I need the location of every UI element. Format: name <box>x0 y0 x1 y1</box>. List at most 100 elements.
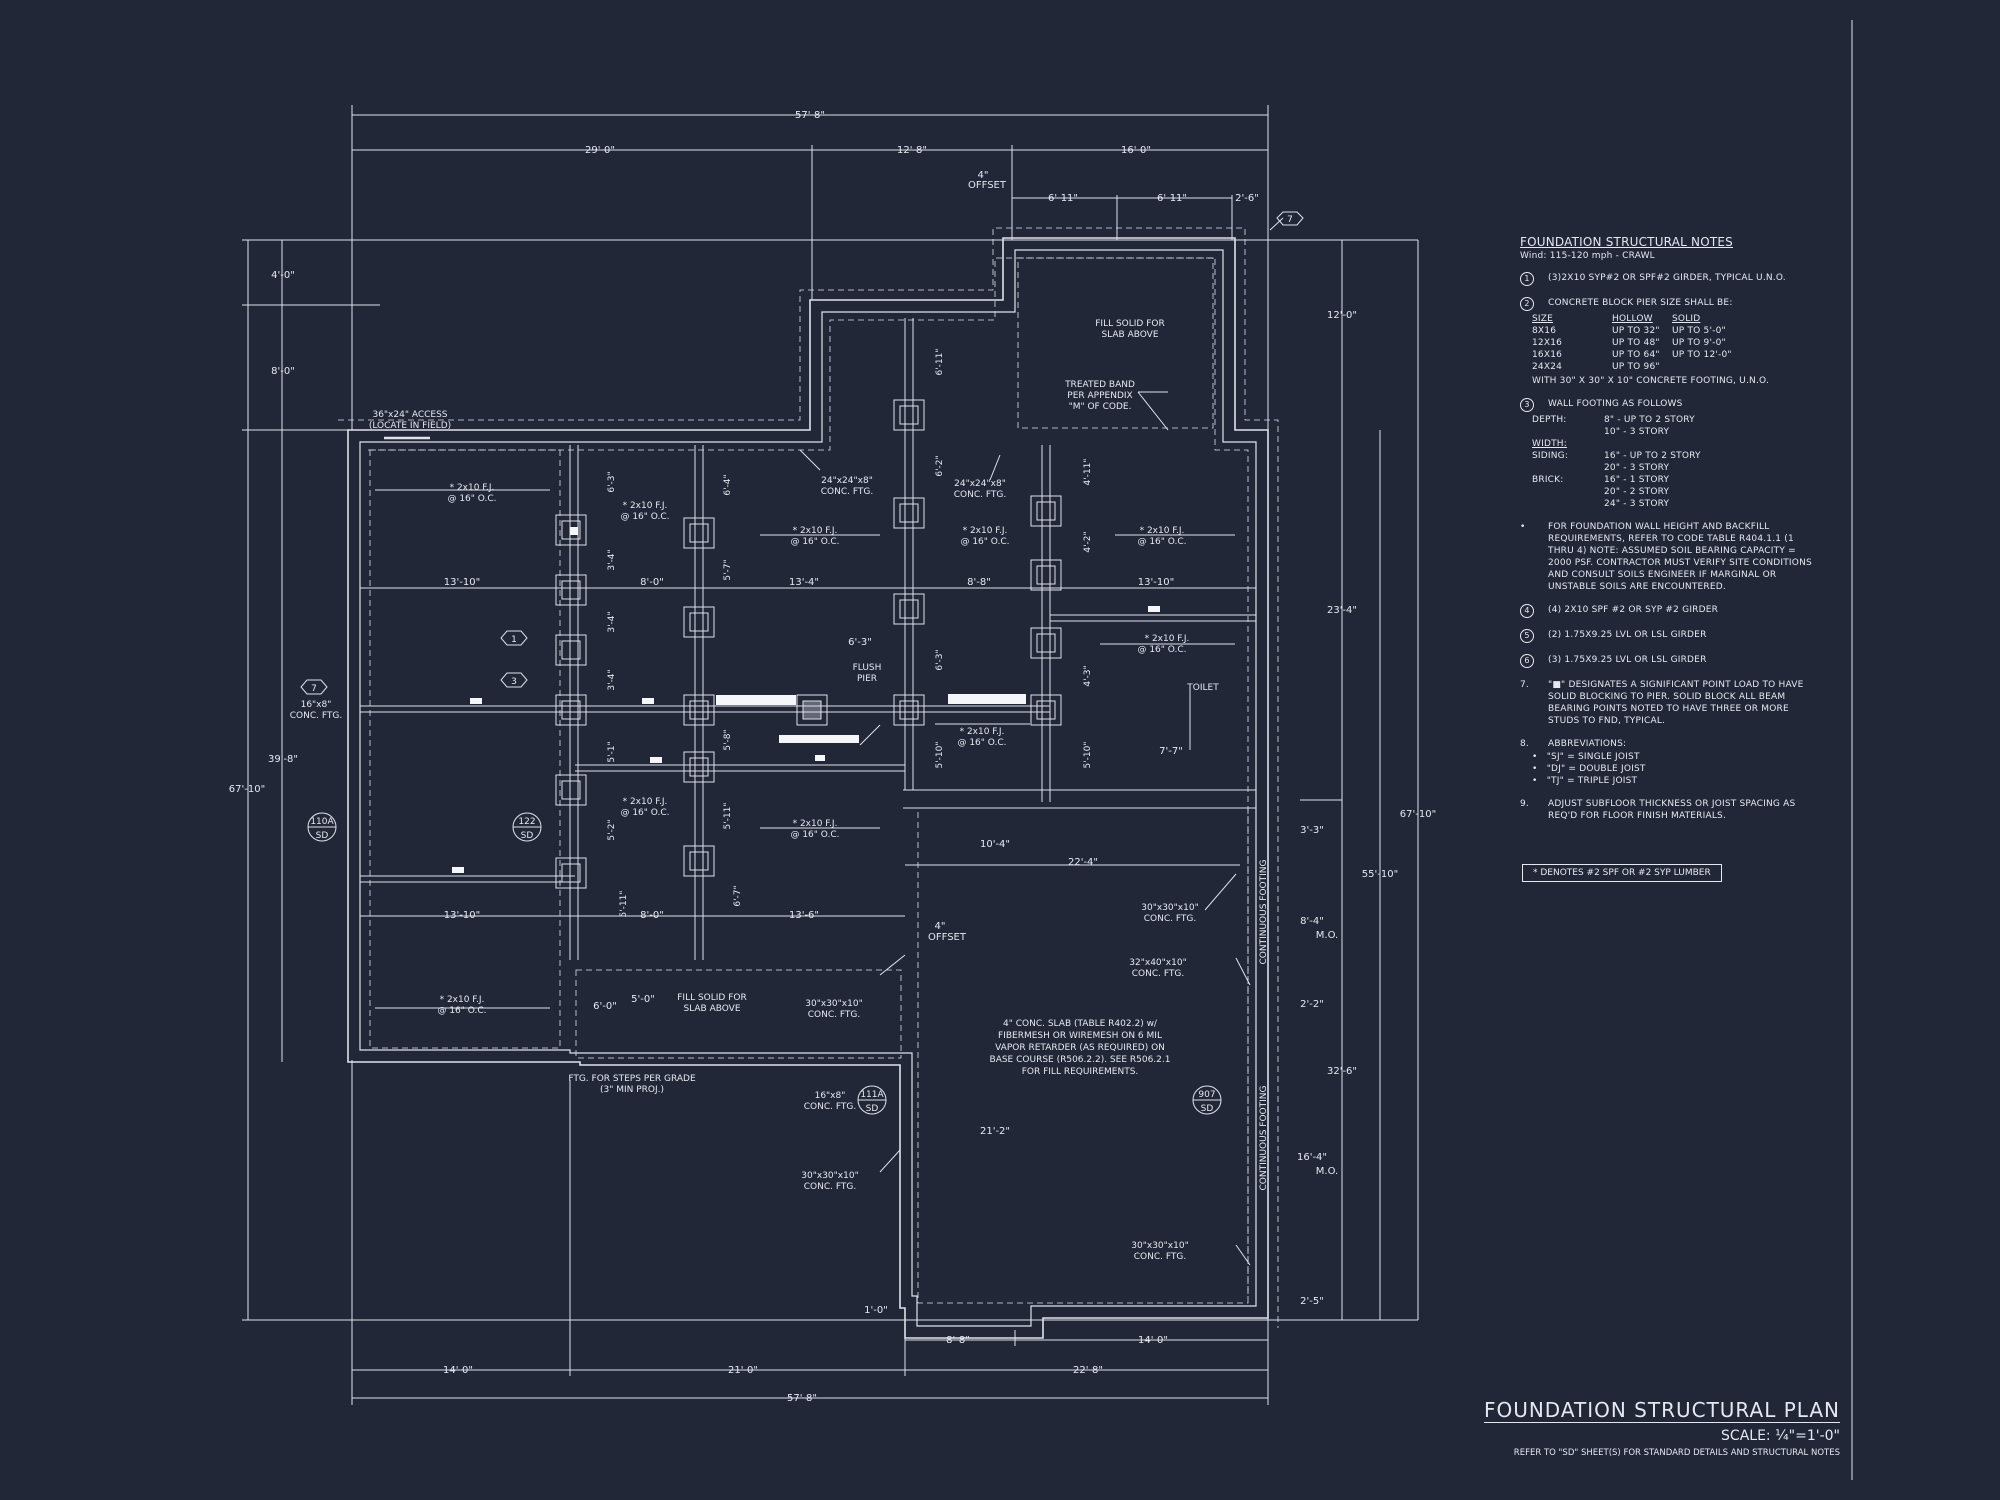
slab-above-1: SLAB ABOVE <box>1101 330 1158 340</box>
joist-label: * 2x10 F.J. <box>793 526 838 536</box>
conc-ftg-size: 30"x30"x10" <box>805 999 862 1009</box>
conc-ftg-label: CONC. FTG. <box>290 711 342 721</box>
tag-111a-sheet: SD <box>866 1104 879 1114</box>
wall-footing-table: DEPTH:8" - UP TO 2 STORY 10" - 3 STORY W… <box>1532 415 1701 509</box>
dim-top-c: 16'-0" <box>1121 145 1151 156</box>
drawing-scale: SCALE: ¼"=1'-0" <box>1721 1428 1840 1444</box>
note-6: 6(3) 1.75x9.25 LVL OR LSL GIRDER <box>1520 654 1820 668</box>
joist-label: * 2x10 F.J. <box>960 727 1005 737</box>
tag-907-sheet: SD <box>1201 1104 1214 1114</box>
dim-bot-d: 8'-8" <box>946 1335 970 1346</box>
dim-int-80b: 8'-0" <box>640 910 664 921</box>
dim-top-f: 2'-6" <box>1235 193 1259 204</box>
continuous-footing-2: CONTINUOUS FOOTING <box>1259 1085 1269 1190</box>
dim-int-134: 13'-4" <box>789 577 819 588</box>
conc-ftg-size: 24"x24"x8" <box>821 476 873 486</box>
dim-top-overall: 57'-8" <box>795 110 825 121</box>
pier-dim: 5'-10" <box>935 741 945 768</box>
drawing-title: FOUNDATION STRUCTURAL PLAN <box>1483 1398 1840 1423</box>
dim-left-overall: 67'-10" <box>229 784 265 795</box>
note-9: 9.ADJUST SUBFLOOR THICKNESS OR JOIST SPA… <box>1520 799 1796 821</box>
dim-offset-mid: 4" <box>935 921 946 932</box>
pier-group <box>555 399 1062 889</box>
lumber-legend: * DENOTES #2 SPF OR #2 SYP LUMBER <box>1522 864 1722 882</box>
dim-int-88: 8'-8" <box>967 577 991 588</box>
dim-right-g: 32'-6" <box>1327 1066 1357 1077</box>
joist-spacing: @ 16" O.C. <box>1137 645 1186 655</box>
dim-offset-word: OFFSET <box>968 180 1007 191</box>
dim-bot-a: 14'-0" <box>443 1365 473 1376</box>
conc-ftg-label: CONC. FTG. <box>954 490 1006 500</box>
dim-left-b: 8'-0" <box>271 366 295 377</box>
joist-label: * 2x10 F.J. <box>963 526 1008 536</box>
dim-right-c: 55'-10" <box>1362 869 1398 880</box>
dim-right-f: 2'-2" <box>1300 999 1324 1010</box>
dim-left-a: 4'-0" <box>271 270 295 281</box>
slab-note-4: BASE COURSE (R506.2.2). SEE R506.2.1 <box>990 1055 1171 1065</box>
hex-tag-1 <box>500 630 528 646</box>
slab-note-5: FOR FILL REQUIREMENTS. <box>1022 1067 1139 1077</box>
pier-dim: 4'-3" <box>1083 665 1093 686</box>
dim-int-104: 10'-4" <box>980 839 1010 850</box>
foundation-wall-inner <box>359 249 1257 1327</box>
pier-dim: 5'-1" <box>607 741 617 762</box>
dim-bot-e: 14'-0" <box>1138 1335 1168 1346</box>
dim-bot-f: 1'-0" <box>864 1305 888 1316</box>
note-7: 7."■" DESIGNATES A SIGNIFICANT POINT LOA… <box>1520 680 1804 726</box>
hex-tag-misc-label: 7 <box>311 684 317 694</box>
joist-label: * 2x10 F.J. <box>1140 526 1185 536</box>
slab-note-3: VAPOR RETARDER (AS REQUIRED) ON <box>995 1043 1165 1053</box>
joist-label: * 2x10 F.J. <box>450 483 495 493</box>
foundation-wall-outer <box>347 237 1269 1339</box>
conc-ftg-label: CONC. FTG. <box>804 1102 856 1112</box>
dim-int-136: 13'-6" <box>789 910 819 921</box>
note-bullet: •FOR FOUNDATION WALL HEIGHT AND BACKFILL… <box>1520 522 1812 592</box>
dim-offset-top: 4" <box>978 170 989 181</box>
pier-dim: 3'-4" <box>607 549 617 570</box>
note-1: 1(3)2x10 SYP#2 OR SPF#2 GIRDER, TYPICAL … <box>1520 272 1820 286</box>
flush-pier-2: PIER <box>857 674 877 684</box>
hex-tag-misc <box>300 679 328 695</box>
dim-int-1310c: 13'-10" <box>444 910 480 921</box>
dim-right-b: 23'-4" <box>1327 605 1357 616</box>
conc-ftg-label: CONC. FTG. <box>1134 1252 1186 1262</box>
note-4: 4(4) 2x10 SPF #2 OR SYP #2 GIRDER <box>1520 604 1820 618</box>
tag-111a-num: 111A <box>860 1090 884 1100</box>
pier-dim: 5'-7" <box>723 559 733 580</box>
joist-spacing: @ 16" O.C. <box>790 830 839 840</box>
hex-tag-7 <box>1276 211 1304 226</box>
continuous-footing-1: CONTINUOUS FOOTING <box>1259 859 1269 964</box>
access-note: (LOCATE IN FIELD) <box>369 421 451 431</box>
drawing-reference: REFER TO "SD" SHEET(S) FOR STANDARD DETA… <box>1513 1448 1840 1458</box>
pier-dim: 5'-11" <box>619 890 629 917</box>
notes-title: FOUNDATION STRUCTURAL NOTES <box>1520 235 1733 249</box>
conc-ftg-label: CONC. FTG. <box>821 487 873 497</box>
dim-int-63: 6'-3" <box>848 637 872 648</box>
dim-int-60: 6'-0" <box>593 1001 617 1012</box>
treated-band-1: TREATED BAND <box>1064 380 1135 390</box>
pier-dim: 6'-11" <box>935 348 945 375</box>
conc-ftg-label: CONC. FTG. <box>1132 969 1184 979</box>
pier-dim: 6'-4" <box>723 474 733 495</box>
conc-ftg-size: 30"x30"x10" <box>1131 1241 1188 1251</box>
tag-122-num: 122 <box>518 817 535 827</box>
dim-top-b: 12'-8" <box>897 145 927 156</box>
joist-spacing: @ 16" O.C. <box>447 494 496 504</box>
dim-int-224: 22'-4" <box>1068 857 1098 868</box>
dim-right-d: 3'-3" <box>1300 825 1324 836</box>
pier-dim: 5'-10" <box>1083 741 1093 768</box>
ftg-steps-1: FTG. FOR STEPS PER GRADE <box>568 1074 696 1084</box>
dim-offset-mid-word: OFFSET <box>928 932 967 943</box>
joist-spacing: @ 16" O.C. <box>1137 537 1186 547</box>
tag-110a-num: 110A <box>310 817 334 827</box>
joist-spacing: @ 16" O.C. <box>620 512 669 522</box>
joist-label: * 2x10 F.J. <box>1145 634 1190 644</box>
treated-band-3: "M" OF CODE. <box>1069 402 1132 412</box>
note-5: 5(2) 1.75x9.25 LVL OR LSL GIRDER <box>1520 629 1820 643</box>
joist-label: * 2x10 F.J. <box>440 995 485 1005</box>
dim-right-e: 8'-4" <box>1300 916 1324 927</box>
hex-tag-3-label: 3 <box>511 677 517 687</box>
